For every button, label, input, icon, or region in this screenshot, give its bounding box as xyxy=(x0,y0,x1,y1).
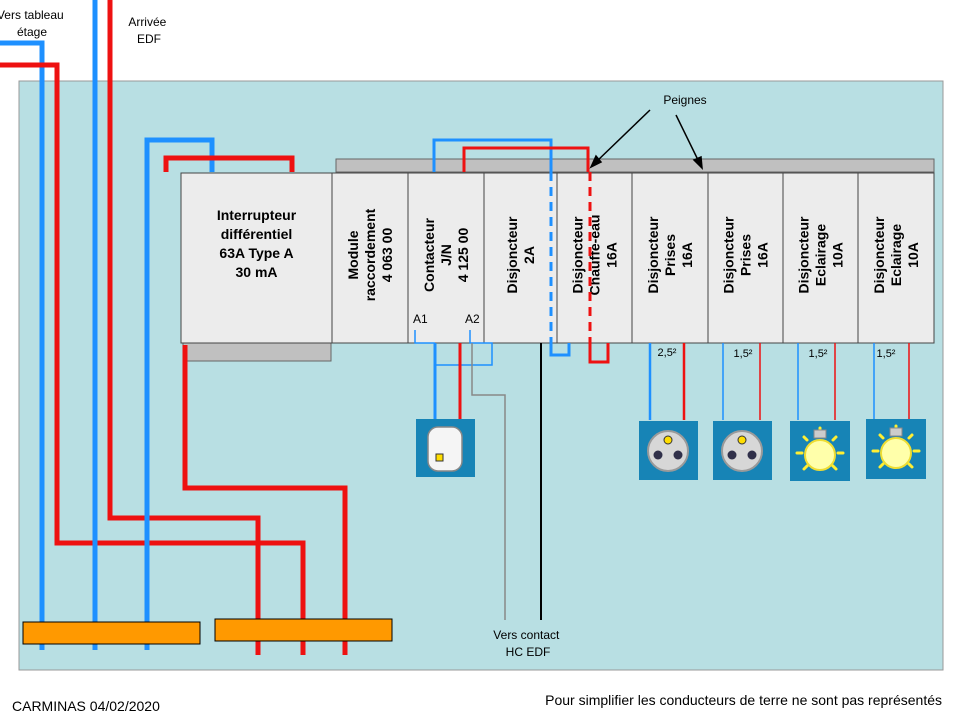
terminal-block-left xyxy=(22,621,201,645)
footer-author-date: CARMINAS 04/02/2020 xyxy=(12,698,160,714)
footer-note: Pour simplifier les conducteurs de terre… xyxy=(545,692,942,708)
module-body xyxy=(857,172,935,344)
module-1: Moduleraccordement4 063 00 xyxy=(331,172,409,344)
wire-size-label: 2,5² xyxy=(658,347,677,359)
comb-wires xyxy=(432,138,590,172)
module-label: DisjoncteurEclairage10A xyxy=(871,216,921,294)
neutral-wire-tableau xyxy=(0,40,45,650)
module-2: ContacteurJ/N4 125 00 xyxy=(407,172,485,344)
module-body xyxy=(483,172,558,344)
socket-icon xyxy=(639,421,698,480)
module-label: DisjoncteurPrises16A xyxy=(645,216,695,294)
module-4: DisjoncteurChauffe-eau16A xyxy=(556,172,633,344)
module-body xyxy=(556,172,633,344)
vers-contact-label: Vers contact HC EDF xyxy=(493,628,562,659)
lamp-icon xyxy=(790,421,850,481)
module-body xyxy=(180,172,333,344)
phase-wire-edf xyxy=(107,0,261,655)
neutral-comb-feed xyxy=(432,138,553,172)
module-body xyxy=(407,172,485,344)
phase-wire-diff xyxy=(163,155,295,172)
bottom-rail xyxy=(182,342,332,362)
comb-rail xyxy=(335,158,935,173)
wire-size-label: 1,5² xyxy=(877,348,896,360)
module-label: Moduleraccordement4 063 00 xyxy=(345,208,395,301)
phase-wire-tableau xyxy=(0,62,306,655)
module-5: DisjoncteurPrises16A xyxy=(631,172,709,344)
arrivee-edf-label: Arrivée EDF xyxy=(128,15,169,46)
phase-wire-output xyxy=(182,345,348,655)
vers-tableau-label: Vers tableau étage xyxy=(0,8,67,39)
module-label: DisjoncteurPrises16A xyxy=(721,216,771,294)
peignes-label: Peignes xyxy=(663,93,706,107)
module-7: DisjoncteurEclairage10A xyxy=(782,172,859,344)
feeder-wires xyxy=(0,0,348,655)
output-wires xyxy=(414,330,910,620)
wire-size-label: 1,5² xyxy=(809,348,828,360)
module-3: Disjoncteur2A xyxy=(483,172,558,344)
phase-comb-feed xyxy=(462,146,590,172)
lamp-icon xyxy=(866,419,926,479)
module-body xyxy=(707,172,784,344)
module-body xyxy=(631,172,709,344)
socket-icon xyxy=(713,421,772,480)
module-label: ContacteurJ/N4 125 00 xyxy=(421,218,471,292)
module-body xyxy=(782,172,859,344)
water-heater-icon xyxy=(416,419,475,477)
a2-label: A2 xyxy=(465,312,480,326)
module-label: DisjoncteurEclairage10A xyxy=(796,216,846,294)
terminal-block-right xyxy=(214,618,393,642)
module-6: DisjoncteurPrises16A xyxy=(707,172,784,344)
peignes-arrows xyxy=(589,109,703,170)
wire-size-label: 1,5² xyxy=(734,348,753,360)
a1-label: A1 xyxy=(413,312,428,326)
module-body xyxy=(331,172,409,344)
module-label: Disjoncteur2A xyxy=(504,216,537,294)
module-8: DisjoncteurEclairage10A xyxy=(857,172,935,344)
